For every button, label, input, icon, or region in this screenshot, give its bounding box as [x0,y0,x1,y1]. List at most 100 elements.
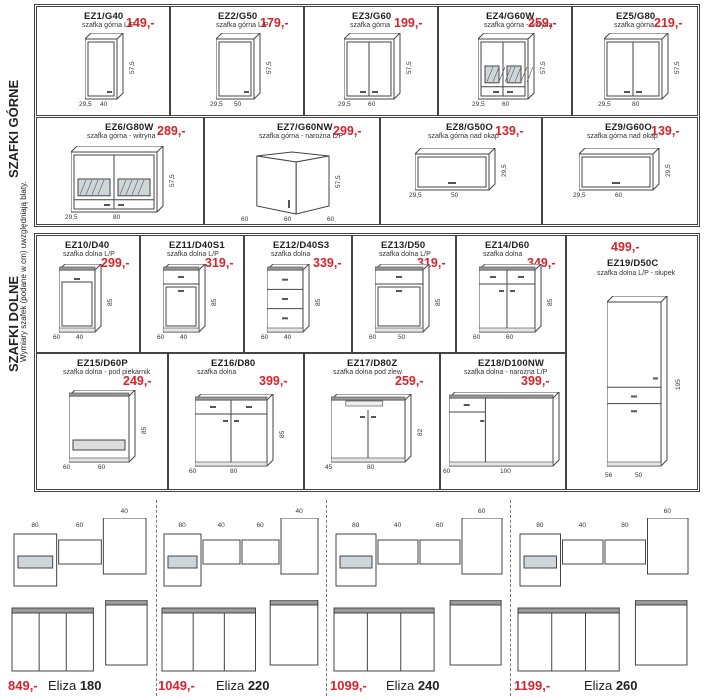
product-price: 139,- [651,124,680,138]
product-code: EZ13/D50 [381,240,426,251]
depth-dim: 60 [189,468,197,475]
product-code: EZ6/G80W [105,122,154,133]
product-description: szafka górna [614,22,655,29]
cabinet-drawing [344,33,401,100]
set-divider [326,500,327,696]
product-code: EZ3/G60 [352,11,392,22]
height-dim: 85 [279,430,286,438]
set-name-text: Eliza [584,678,613,693]
height-dim: 85 [315,298,322,306]
upper-section-label: SZAFKI GÓRNE [6,79,21,178]
depth-dim: 60 [241,216,249,223]
cabinet-drawing [415,148,496,191]
width-dim: 50 [398,334,406,341]
cabinet-drawing [479,264,542,333]
cabinet-drawing [267,264,310,333]
product-code: EZ2/G50 [218,11,258,22]
set-width-dim: 80 [536,522,544,529]
set-size: 180 [79,678,102,693]
product-description: szafka górna - witryna [484,22,553,29]
set-name: Eliza 260 [584,678,638,693]
depth-dim: 29,5 [65,214,78,221]
product-code: EZ1/G40 [84,11,124,22]
cabinet-drawing [478,33,535,100]
cabinet-drawing [195,394,274,467]
set-size: 220 [247,678,270,693]
product-description: szafka górna nad okap [587,133,658,140]
height-dim: 29,5 [665,164,672,177]
cabinet-drawing [85,33,124,100]
product-code: EZ9/G60O [605,122,653,133]
product-description: szafka dolna pod zlew [333,369,402,376]
depth-dim: 45 [325,464,333,471]
set-name-text: Eliza [48,678,77,693]
width-dim: 100 [500,468,511,475]
depth-dim: 29,5 [573,192,586,199]
width-dim: 40 [180,334,188,341]
product-price: 149,- [126,16,155,30]
set-width-dim: 40 [120,508,128,515]
product-code: EZ11/D40S1 [169,240,225,251]
product-description: szafka dolna [197,369,237,376]
product-description: szafka górna L/P [82,22,135,29]
set-upper-cabinets [335,518,503,587]
set-width-dim: 40 [295,508,303,515]
cabinet-drawing [579,148,660,191]
set-width-dim: 60 [478,508,486,515]
product-description: szafka górna nad okap [428,133,499,140]
set-lower-cabinets [11,600,148,672]
set-width-dim: 80 [621,522,629,529]
product-price: 259,- [395,374,424,388]
product-price: 179,- [260,16,289,30]
set-lower-cabinets [333,600,502,672]
width-dim: 80 [367,464,375,471]
product-code: EZ15/D60P [77,358,128,369]
product-price: 259,- [528,16,557,30]
product-description: szafka dolna [271,251,311,258]
set-width-dim: 60 [663,508,671,515]
depth-dim: 29,5 [338,101,351,108]
cabinet-drawing [607,296,668,467]
height-dim: 57,5 [674,61,681,74]
width-dim: 50 [635,472,643,479]
set-price: 1099,- [330,678,367,693]
height-dim: 85 [547,298,554,306]
height-dim: 29,5 [501,164,508,177]
set-divider [156,500,157,696]
depth-dim: 60 [369,334,377,341]
cabinet-drawing [256,151,330,215]
width-dim: 60 [98,464,106,471]
depth-dim: 29,5 [210,101,223,108]
lower-section [34,233,700,492]
set-size: 240 [417,678,440,693]
depth-dim: 56 [605,472,613,479]
depth-dim: 60 [473,334,481,341]
product-description: szafka górna [350,22,391,29]
height-dim: 57,5 [406,61,413,74]
depth-dim: 60 [157,334,165,341]
product-description: szafka dolna - narożna L/P [464,369,548,376]
set-width-dim: 60 [436,522,444,529]
height-dim: 85 [141,426,148,434]
product-code: EZ10/D40 [65,240,110,251]
set-name: Eliza 180 [48,678,102,693]
width-dim: 60 [615,192,623,199]
product-price: 139,- [495,124,524,138]
product-code: EZ17/D80Z [347,358,398,369]
set-width-dim: 80 [178,522,186,529]
cabinet-drawing [59,264,102,333]
product-price: 249,- [123,374,152,388]
set-width-dim: 80 [352,522,360,529]
width-dim: 40 [100,101,108,108]
